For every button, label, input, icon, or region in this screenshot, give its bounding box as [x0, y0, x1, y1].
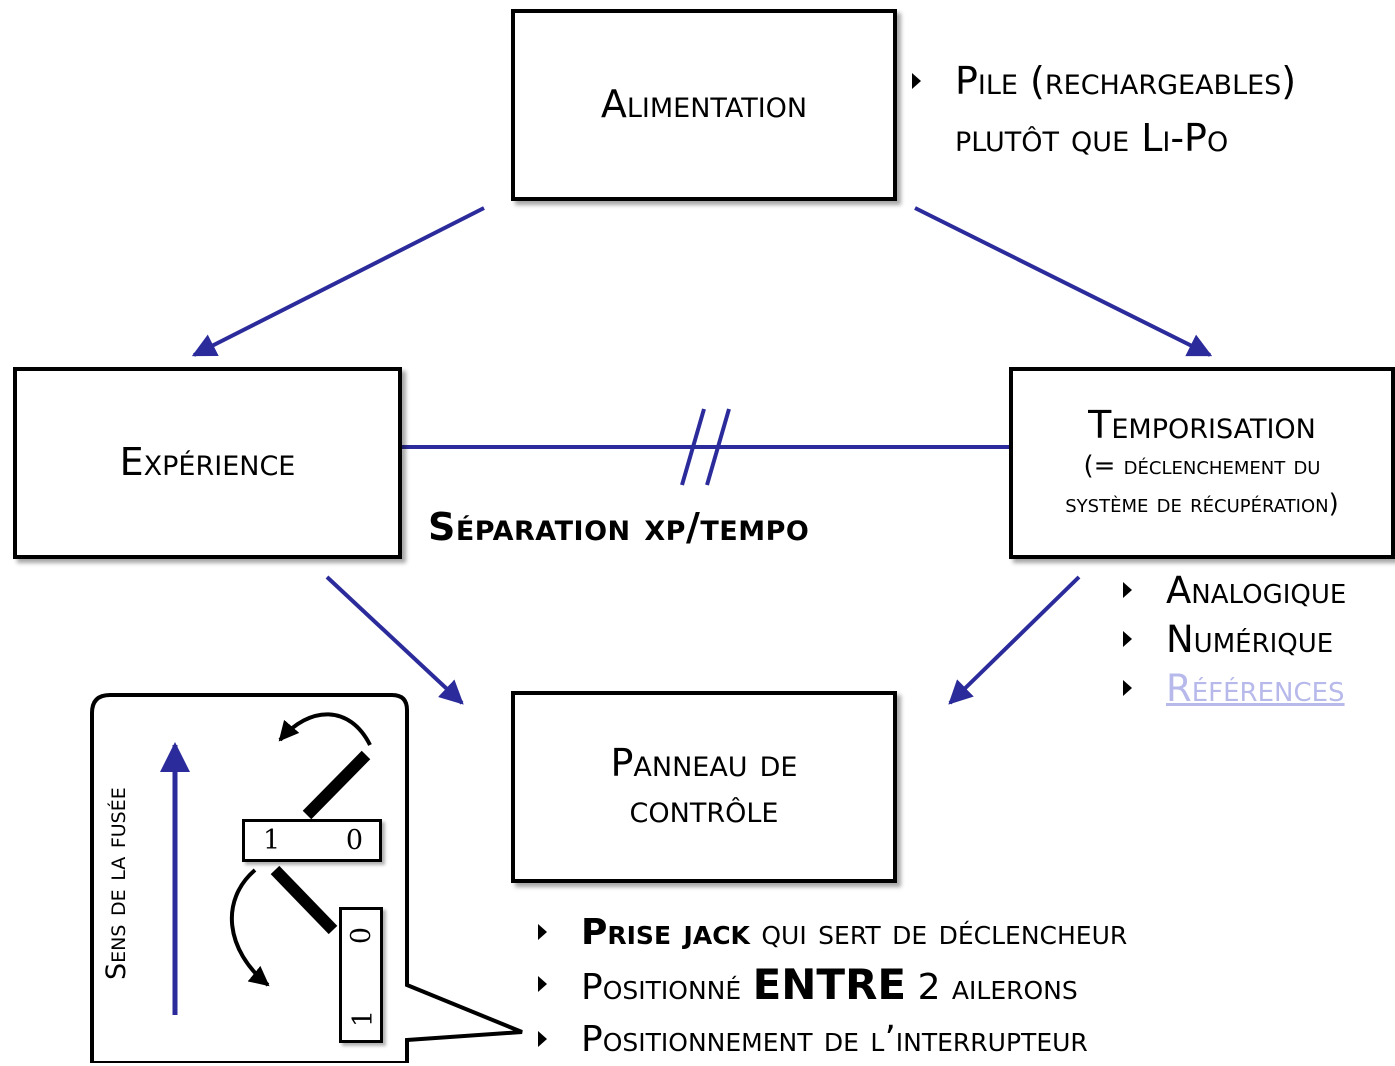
alimentation-notes: Pile (rechargeables) plutôt que Li-Po	[912, 53, 1296, 167]
alimentation-note-line1: Pile (rechargeables)	[955, 59, 1297, 103]
switch-lever-bottom	[270, 865, 338, 935]
panel-note-jack-rest: qui sert de déclencheur	[749, 912, 1128, 953]
node-temporisation-sub2: système de récupération)	[1065, 488, 1339, 519]
node-temporisation-title: Temporisation	[1088, 402, 1316, 447]
switch-bottom: 0 1	[339, 907, 383, 1043]
bullet-icon	[1123, 582, 1132, 598]
option-numerique-label: Numérique	[1166, 618, 1334, 661]
rotation-arrow-top	[278, 712, 372, 746]
temporisation-options: Analogique Numérique Références	[1123, 566, 1346, 713]
alimentation-note-line2: plutôt que Li-Po	[955, 116, 1229, 160]
panel-notes: Prise jack qui sert de déclencheur Posit…	[538, 907, 1127, 1066]
switch-bottom-off: 0	[346, 926, 378, 945]
node-panneau: Panneau de contrôle	[511, 691, 897, 883]
bullet-icon	[1123, 680, 1132, 696]
panel-note-switch: Positionnement de l’interrupteur	[538, 1014, 1127, 1066]
option-references[interactable]: Références	[1123, 664, 1346, 713]
bullet-icon	[538, 924, 547, 940]
switch-top-on: 1	[263, 825, 281, 856]
node-temporisation: Temporisation (= déclenchement du systèm…	[1009, 367, 1395, 559]
switch-bottom-on: 1	[348, 1009, 380, 1028]
switch-top: 1 0	[242, 819, 382, 862]
references-link[interactable]: Références	[1166, 667, 1345, 710]
node-temporisation-sub1: (= déclenchement du	[1083, 451, 1321, 482]
bullet-icon	[1123, 631, 1132, 647]
inset-callout	[90, 693, 523, 1063]
rotation-arrow-bottom	[229, 868, 270, 987]
option-analogique: Analogique	[1123, 566, 1346, 615]
bullet-icon	[538, 976, 547, 992]
node-alimentation: Alimentation	[511, 9, 897, 201]
panel-note-jack-bold: Prise jack	[581, 912, 750, 953]
separation-label: Séparation xp/tempo	[428, 505, 810, 549]
node-alimentation-label: Alimentation	[600, 82, 808, 127]
alimentation-note: Pile (rechargeables) plutôt que Li-Po	[912, 53, 1296, 167]
arrow-alim-to-experience	[191, 206, 485, 357]
panel-note-jack: Prise jack qui sert de déclencheur	[538, 907, 1127, 959]
panel-note-position-rest: 2 ailerons	[906, 967, 1078, 1008]
node-panneau-line1: Panneau de	[610, 741, 798, 786]
node-experience: Expérience	[13, 367, 402, 559]
switch-lever-top	[302, 750, 371, 820]
switch-top-off: 0	[345, 825, 363, 856]
panel-note-switch-label: Positionnement de l’interrupteur	[581, 1019, 1088, 1060]
rocket-direction-label: Sens de la fusée	[101, 787, 132, 980]
separation-link	[400, 408, 1010, 486]
node-experience-label: Expérience	[119, 440, 296, 485]
panel-note-position-pre: Positionné	[581, 967, 753, 1008]
panel-note-position: Positionné ENTRE 2 ailerons	[538, 959, 1127, 1014]
bullet-icon	[538, 1031, 547, 1047]
arrow-alim-to-temporisation	[914, 206, 1213, 357]
arrow-temporisation-to-panneau	[948, 575, 1081, 705]
panel-note-position-bold: ENTRE	[752, 960, 907, 1009]
option-analogique-label: Analogique	[1166, 569, 1347, 612]
arrow-experience-to-panneau	[325, 575, 464, 705]
bullet-icon	[912, 73, 921, 89]
node-panneau-line2: contrôle	[629, 787, 779, 831]
option-numerique: Numérique	[1123, 615, 1346, 664]
